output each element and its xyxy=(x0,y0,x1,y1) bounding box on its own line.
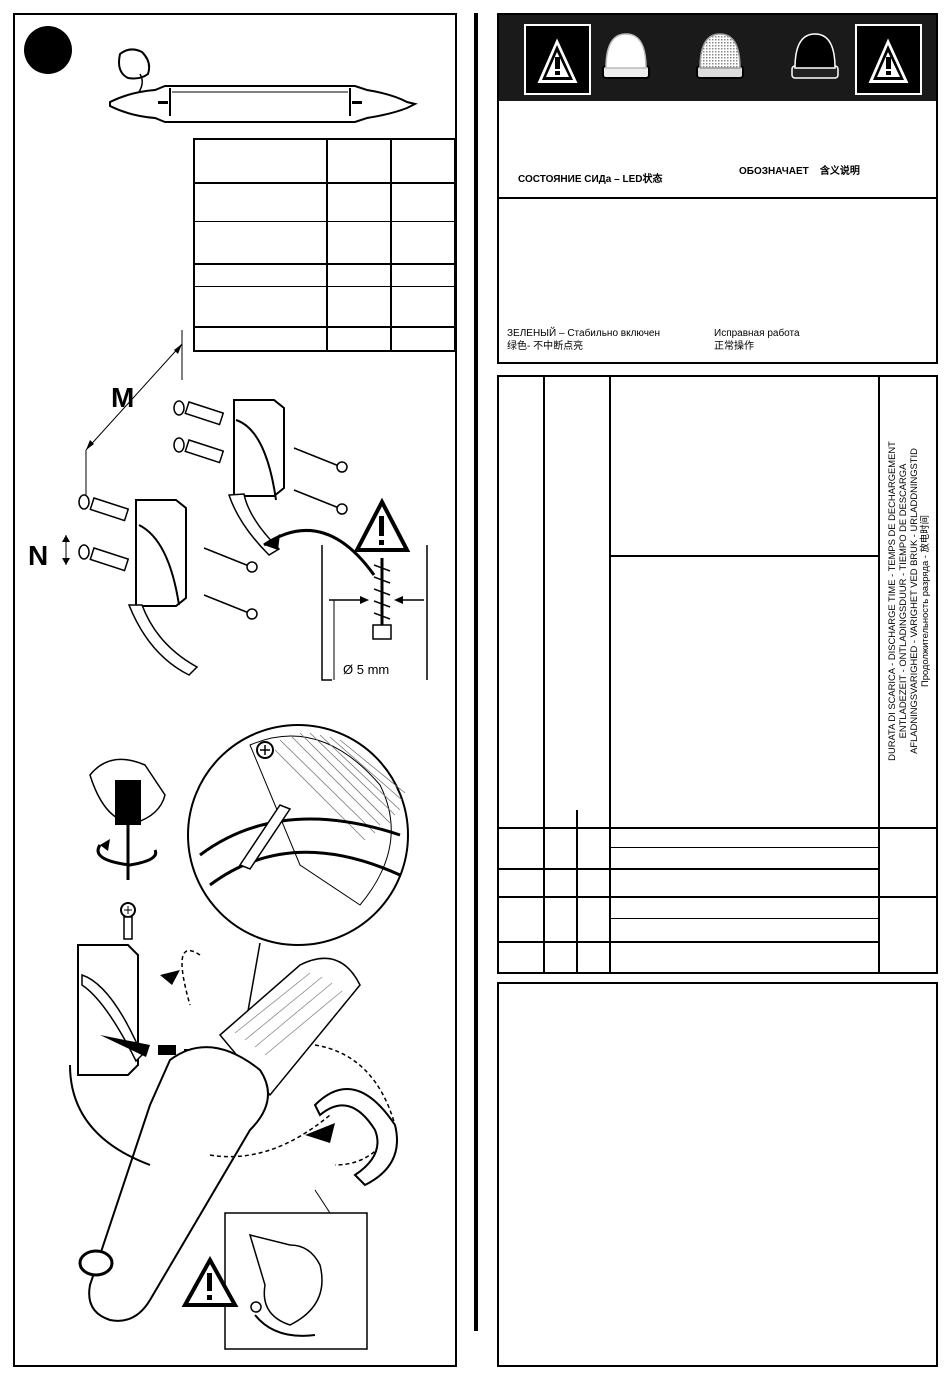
discharge-label-line: ENTLADEZEIT - ONTLADINGSDUUR - TIEMPO DE… xyxy=(897,463,908,739)
led-blinking-icon xyxy=(694,30,746,82)
led-off-icon xyxy=(789,30,841,82)
led-meaning-normal-zh: 正常操作 xyxy=(714,341,754,352)
discharge-label-line: DURATA DI SCARICA - DISCHARGE TIME - TEM… xyxy=(886,441,897,761)
dimension-n-label: N xyxy=(28,540,49,571)
tube-fitting-illustration xyxy=(69,724,409,1350)
page-divider xyxy=(474,13,478,1331)
discharge-label-line: Продолжительность разряда - 放电时间 xyxy=(919,514,930,688)
led-status-panel xyxy=(497,13,938,364)
discharge-label-line: AFLADNINGSVARIGHED - VARIGHET VED BRUK -… xyxy=(908,448,919,754)
led-on-icon xyxy=(600,30,652,82)
warning-icon xyxy=(524,24,591,95)
warning-icon xyxy=(855,24,922,95)
led-meaning-normal-ru: Исправная работа xyxy=(714,328,800,339)
bracket-mounting-illustration xyxy=(62,330,428,681)
led-meaning-column-header: ОБОЗНАЧАЕТ 含义说明 xyxy=(739,166,860,177)
screw-diameter-label: Ø 5 mm xyxy=(343,662,390,677)
led-state-green-ru: ЗЕЛЕНЫЙ – Стабильно включен xyxy=(507,328,661,339)
discharge-time-vertical-label: DURATA DI SCARICA - DISCHARGE TIME - TEM… xyxy=(880,375,936,827)
installation-panel xyxy=(13,13,457,1367)
led-header-divider xyxy=(497,197,938,199)
led-state-green-zh: 绿色- 不中断点亮 xyxy=(507,341,584,352)
notes-panel xyxy=(497,982,938,1367)
lamp-tube-illustration xyxy=(109,48,418,123)
discharge-time-table xyxy=(497,375,938,974)
step-number-badge xyxy=(24,26,72,74)
led-state-column-header: СОСТОЯНИЕ СИДа – LED状态 xyxy=(518,174,663,185)
dimension-m-label: M xyxy=(111,382,135,413)
